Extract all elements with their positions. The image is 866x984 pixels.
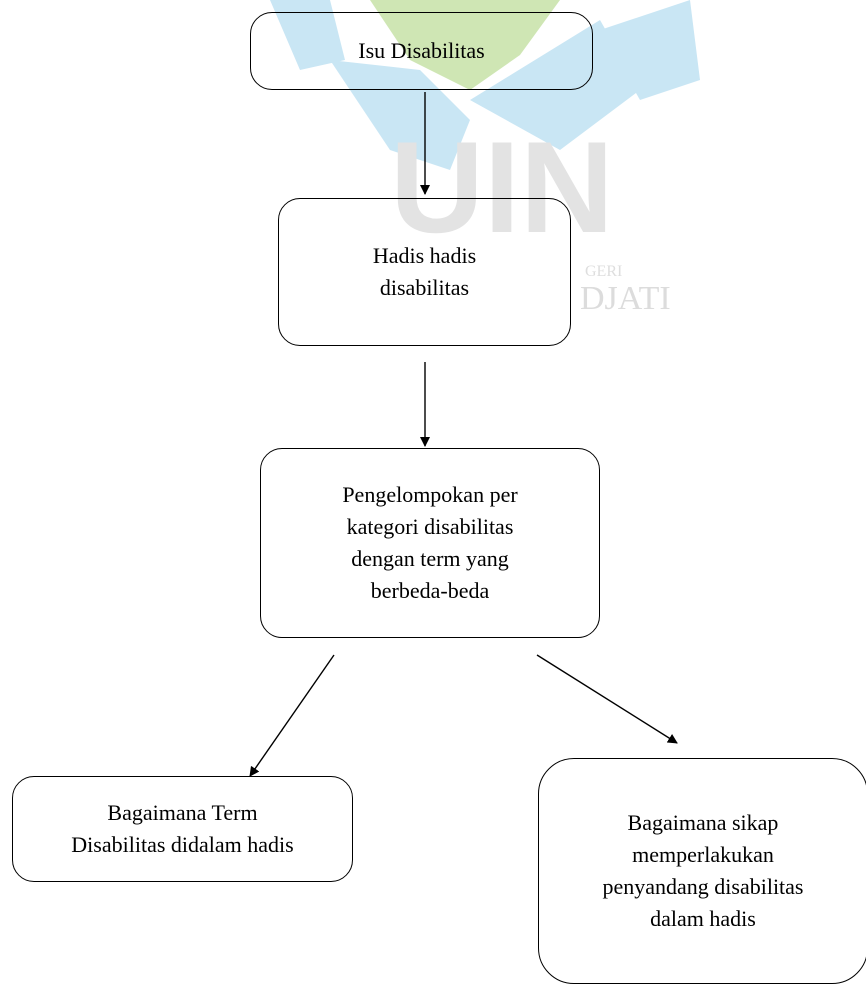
node-term-label: Bagaimana Term Disabilitas didalam hadis bbox=[71, 800, 294, 857]
node-hadis-disabilitas: Hadis hadis disabilitas bbox=[278, 198, 571, 346]
arrow-pengelompokan-to-term bbox=[249, 654, 335, 777]
arrow-pengelompokan-to-sikap bbox=[536, 654, 678, 744]
node-isu-disabilitas: Isu Disabilitas bbox=[250, 12, 593, 90]
node-pengelompokan: Pengelompokan per kategori disabilitas d… bbox=[260, 448, 600, 638]
node-sikap-label: Bagaimana sikap memperlakukan penyandang… bbox=[602, 810, 804, 931]
node-hadis-label: Hadis hadis disabilitas bbox=[372, 243, 477, 300]
watermark-name-text: DJATI bbox=[580, 280, 671, 317]
node-term-disabilitas: Bagaimana Term Disabilitas didalam hadis bbox=[12, 776, 353, 882]
watermark-small-text: GERI bbox=[585, 263, 622, 280]
node-isu-label: Isu Disabilitas bbox=[358, 38, 485, 64]
node-sikap: Bagaimana sikap memperlakukan penyandang… bbox=[538, 758, 866, 984]
node-pengelompokan-label: Pengelompokan per kategori disabilitas d… bbox=[342, 482, 518, 603]
watermark-shapes bbox=[270, 0, 700, 170]
